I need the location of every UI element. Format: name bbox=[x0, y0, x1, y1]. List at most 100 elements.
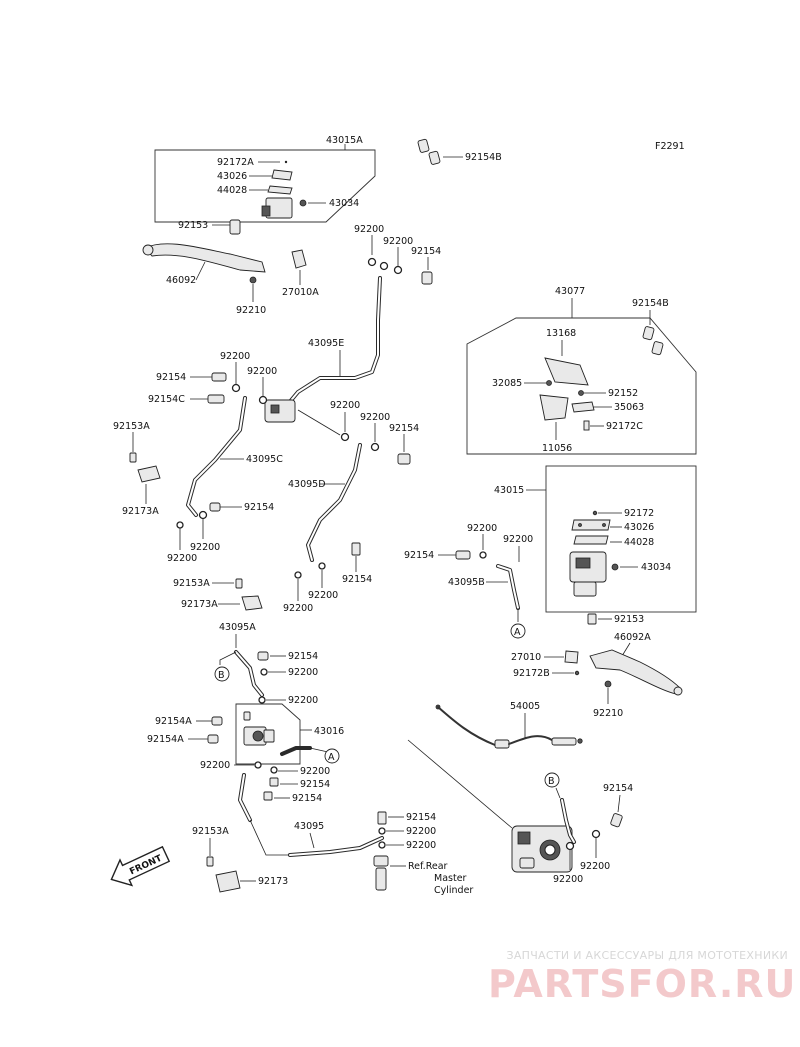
master-cylinder-mount-a bbox=[261, 205, 271, 217]
reservoir-cap-43026-b bbox=[571, 519, 611, 531]
label-92154-h: 92154 bbox=[300, 779, 330, 790]
label-92200-s: 92200 bbox=[406, 826, 436, 837]
label-43095: 43095 bbox=[294, 821, 324, 832]
group-43015-frame bbox=[545, 465, 697, 613]
label-92200-i: 92200 bbox=[308, 590, 338, 601]
label-92153A-c: 92153A bbox=[192, 826, 229, 837]
label-54005: 54005 bbox=[510, 701, 540, 712]
label-43026-b: 43026 bbox=[624, 522, 654, 533]
label-43034-b: 43034 bbox=[641, 562, 671, 573]
hose-43095-group: 43095 92154 92200 92200 Ref.Rear Master … bbox=[238, 773, 473, 896]
label-92153-a: 92153 bbox=[178, 220, 208, 231]
label-92200-h: 92200 bbox=[360, 412, 390, 423]
callout-A-bottom bbox=[324, 748, 340, 764]
label-92173A-b: 92173A bbox=[181, 599, 218, 610]
callout-B-right-label: B bbox=[548, 776, 555, 787]
label-92210-a: 92210 bbox=[236, 305, 266, 316]
clamps-left: 92153A 92173A bbox=[113, 421, 161, 517]
label-43026-a: 43026 bbox=[217, 171, 247, 182]
bolt-92154-b bbox=[211, 372, 227, 382]
label-92154-d: 92154 bbox=[389, 423, 419, 434]
label-92152: 92152 bbox=[608, 388, 638, 399]
lever-46092A: 92153 46092A 27010 92172B 92210 bbox=[511, 613, 683, 719]
label-92154-i: 92154 bbox=[292, 793, 322, 804]
callout-B-right bbox=[544, 772, 560, 788]
label-92154-j: 92154 bbox=[603, 783, 633, 794]
label-92200-m: 92200 bbox=[288, 667, 318, 678]
group-43015A: 43015A 92172A 43026 44028 43034 bbox=[154, 135, 376, 223]
label-92200-a: 92200 bbox=[354, 224, 384, 235]
label-27010A: 27010A bbox=[282, 287, 319, 298]
hose-43095C-group: 43095C 92154 92200 92200 bbox=[167, 396, 283, 564]
switch-27010A-shape bbox=[291, 249, 307, 269]
clamp-92173-group: 92153A 92173 bbox=[192, 826, 288, 893]
label-92200-c: 92200 bbox=[220, 351, 250, 362]
bolts-92154B-top: 92154B bbox=[417, 138, 502, 165]
clamp-92173A-b bbox=[241, 595, 263, 611]
label-92200-o: 92200 bbox=[200, 760, 230, 771]
bolt-92154-d bbox=[397, 453, 411, 465]
label-13168: 13168 bbox=[546, 328, 576, 339]
label-92200-t: 92200 bbox=[406, 840, 436, 851]
label-92200-d: 92200 bbox=[247, 366, 277, 377]
label-92173: 92173 bbox=[258, 876, 288, 887]
bolt-92154-a bbox=[421, 271, 433, 285]
label-92154-f: 92154 bbox=[404, 550, 434, 561]
label-92172C: 92172C bbox=[606, 421, 643, 432]
label-43095B: 43095B bbox=[448, 577, 485, 588]
diaphragm-shape bbox=[267, 185, 293, 195]
callout-A-top bbox=[510, 623, 526, 639]
hose-43095A-group: 43095A B 92154 92200 92200 43016 92154A … bbox=[147, 622, 344, 804]
label-92154-c: 92154 bbox=[244, 502, 274, 513]
label-92200-k: 92200 bbox=[467, 523, 497, 534]
label-92154-e: 92154 bbox=[342, 574, 372, 585]
label-92154A-a: 92154A bbox=[155, 716, 192, 727]
clamps-lower-left: 92153A 92173A bbox=[173, 578, 263, 611]
label-92200-g: 92200 bbox=[330, 400, 360, 411]
group-43015A-frame bbox=[154, 149, 376, 223]
screw-43034-a bbox=[299, 199, 307, 207]
label-92153A-b: 92153A bbox=[173, 578, 210, 589]
group-43016-frame bbox=[235, 703, 301, 765]
nut-92210-a bbox=[249, 276, 257, 284]
label-92154B-a: 92154B bbox=[465, 152, 502, 163]
label-27010: 27010 bbox=[511, 652, 541, 663]
bolt-92154-c bbox=[209, 502, 221, 512]
hose-43095B-group: 92200 92200 92154 43095B A bbox=[404, 523, 533, 639]
label-43077: 43077 bbox=[555, 286, 585, 297]
label-44028-b: 44028 bbox=[624, 537, 654, 548]
label-92154A-b: 92154A bbox=[147, 734, 184, 745]
label-92173A-a: 92173A bbox=[122, 506, 159, 517]
clamp-92173 bbox=[215, 870, 241, 893]
label-92153-b: 92153 bbox=[614, 614, 644, 625]
cable-54005-group: 54005 bbox=[407, 701, 583, 829]
bolt-92154-e bbox=[351, 542, 361, 556]
lever-46092-shape bbox=[144, 243, 266, 273]
bolt-92154-g bbox=[257, 651, 269, 661]
pivot-bolt-92153-b bbox=[587, 613, 597, 625]
label-43095A: 43095A bbox=[219, 622, 256, 633]
pivot-bolt-92153-a bbox=[229, 219, 241, 235]
label-92154-g: 92154 bbox=[288, 651, 318, 662]
lever-13168-shape bbox=[544, 357, 589, 386]
watermark-tagline: ЗАПЧАСТИ И АКСЕССУАРЫ ДЛЯ МОТОТЕХНИКИ bbox=[506, 949, 788, 962]
ref-line-1: Ref.Rear bbox=[408, 861, 448, 872]
label-92154B-b: 92154B bbox=[632, 298, 669, 309]
label-92200-q: 92200 bbox=[580, 861, 610, 872]
label-92200-b: 92200 bbox=[383, 236, 413, 247]
label-43015A: 43015A bbox=[326, 135, 363, 146]
label-92200-j: 92200 bbox=[283, 603, 313, 614]
ref-line-3: Cylinder bbox=[434, 885, 473, 896]
label-92172: 92172 bbox=[624, 508, 654, 519]
switch-body-11056 bbox=[539, 394, 569, 421]
rear-master-cylinder-fitting bbox=[373, 855, 389, 867]
ref-line-2: Master bbox=[434, 873, 467, 884]
label-43034-a: 43034 bbox=[329, 198, 359, 209]
label-43095C: 43095C bbox=[246, 454, 283, 465]
switch-27010 bbox=[564, 650, 579, 664]
bolt-92154C bbox=[207, 394, 225, 404]
callout-B-left bbox=[214, 666, 230, 682]
label-11056: 11056 bbox=[542, 443, 572, 454]
label-44028-a: 44028 bbox=[217, 185, 247, 196]
